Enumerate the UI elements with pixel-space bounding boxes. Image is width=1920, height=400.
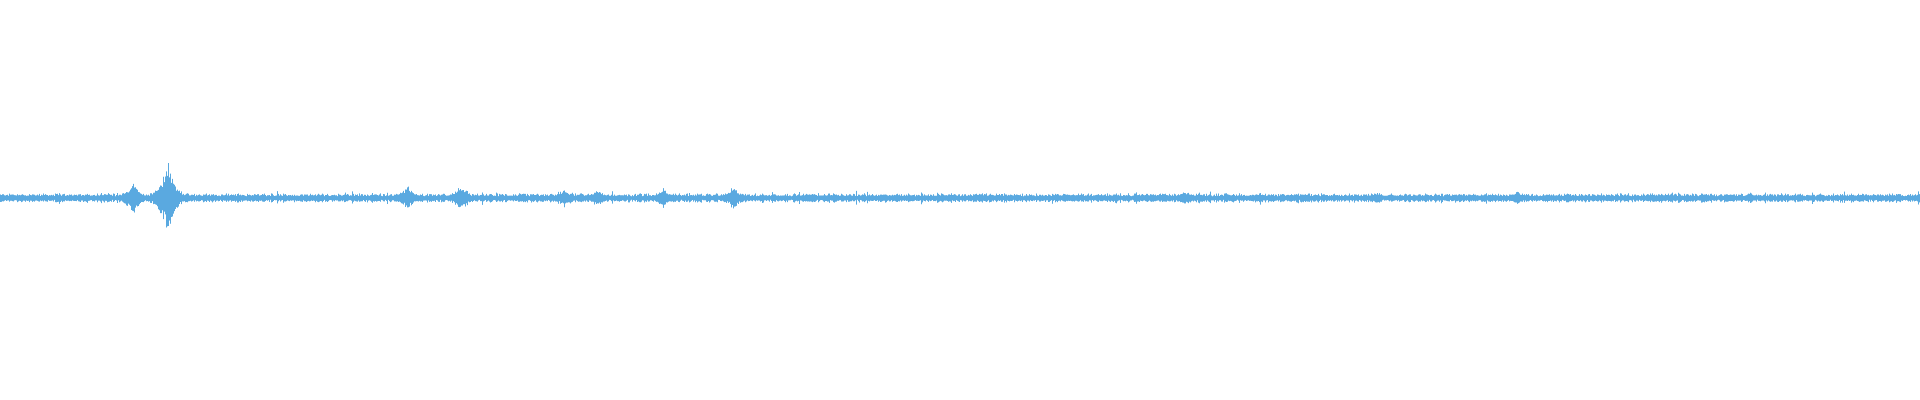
waveform-samples [0,163,1920,228]
waveform-path [0,163,1920,228]
